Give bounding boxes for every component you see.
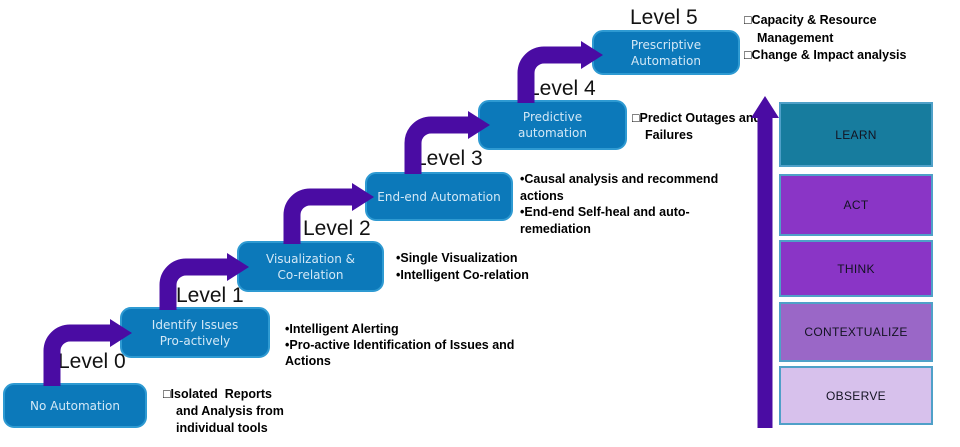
level-1-box: Identify Issues Pro-actively [120,307,270,358]
level-3-box-text: End-end Automation [377,189,501,204]
level-2-bullets: •Single Visualization •Intelligent Co-re… [396,250,529,283]
bullet-line: remediation [520,221,591,236]
bullet-line: Actions [285,354,331,368]
level-4-box-text-line2: automation [517,126,588,140]
pyramid-label: THINK [837,261,875,276]
bullet-line: and Analysis from [176,404,284,418]
level-0-bullets: □Isolated Reports and Analysis from indi… [163,386,284,437]
level-5-bullets: □Capacity & Resource Management □Change … [744,12,906,65]
level-5-label: Level 5 [630,6,698,29]
level-5-box-text-line1: Prescriptive [630,37,702,52]
bullet-line: •Intelligent Co-relation [396,267,529,282]
bullet-line: •Causal analysis and recommend [520,172,719,186]
pyramid-box-think: THINK [779,240,933,297]
pyramid-box-contextualize: CONTEXTUALIZE [779,302,933,362]
level-4-box: Predictive automation [478,100,627,150]
level-0-box-text: No Automation [29,398,121,413]
bullet-line: actions [520,188,564,203]
pyramid-box-learn: LEARN [779,102,933,167]
bullet-line: Failures [645,128,693,142]
level-3-bullets: •Causal analysis and recommend actions •… [520,171,718,237]
pyramid-box-observe: OBSERVE [779,366,933,425]
level-1-box-text-line1: Identify Issues [151,317,239,332]
level-3-label: Level 3 [415,147,483,170]
level-2-label: Level 2 [303,217,371,240]
pyramid-box-act: ACT [779,174,933,236]
level-5-box-text-line2: Automation [631,53,701,68]
level-1-box-text-line2: Pro-actively [159,333,231,348]
bullet-line: □Change & Impact analysis [744,48,907,62]
level-2-box: Visualization & Co-relation [237,241,384,292]
level-1-bullets: •Intelligent Alerting •Pro-active Identi… [285,321,514,369]
level-0-label: Level 0 [58,350,126,373]
bullet-line: •End-end Self-heal and auto- [520,205,690,219]
bullet-line: •Single Visualization [396,251,518,265]
level-2-box-text-line1: Visualization & [266,251,355,266]
level-4-box-text-line1: Predictive [522,110,583,124]
pyramid-label: ACT [843,198,869,212]
pyramid-label: OBSERVE [826,388,886,403]
bullet-line: •Pro-active Identification of Issues and [285,338,515,352]
level-0-box: No Automation [3,383,147,428]
level-1-label: Level 1 [176,284,244,307]
bullet-line: □Predict Outages and [632,111,762,125]
bullet-line: □Capacity & Resource [744,13,877,27]
level-4-bullets: □Predict Outages and Failures [632,110,761,144]
level-3-box: End-end Automation [365,172,513,221]
pyramid-label: CONTEXTUALIZE [804,325,908,339]
bullet-line: •Intelligent Alerting [285,322,399,336]
upward-axis-arrow [751,96,779,428]
bullet-line: Management [757,30,834,45]
level-2-box-text-line2: Co-relation [277,267,344,282]
level-4-label: Level 4 [528,77,596,100]
bullet-line: □Isolated Reports [163,387,272,401]
bullet-line: individual tools [176,421,268,435]
pyramid-label: LEARN [835,127,877,142]
level-5-box: Prescriptive Automation [592,30,740,75]
